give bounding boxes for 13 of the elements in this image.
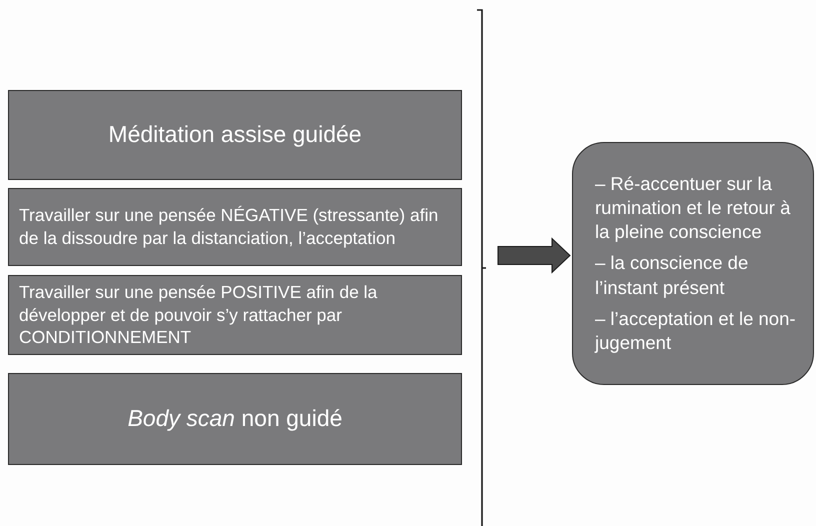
process-box	[8, 373, 462, 465]
node-text: – l’acceptation et le non-jugement	[595, 306, 797, 355]
rounded-box	[572, 142, 814, 385]
process-box	[8, 275, 462, 355]
node-text: Travailler sur une pensée NÉGATIVE (stressante) afin de la dissoudre par la distanciation, l’acceptation	[19, 204, 440, 250]
process-box	[8, 188, 462, 266]
node-text: Travailler sur une pensée POSITIVE afin de la développer et de pouvoir s’y rattacher par CONDITIONNEMENT	[19, 280, 378, 350]
node-text: – Ré-accentuer sur la rumination et le retour à la pleine conscience	[595, 172, 792, 244]
node-text: – la conscience de l’instant présent	[595, 251, 750, 300]
process-box	[8, 90, 462, 180]
block-arrow	[498, 237, 571, 274]
node-text: Méditation assise guidée	[107, 120, 363, 150]
node-text: Body scan non guidé	[126, 404, 344, 434]
